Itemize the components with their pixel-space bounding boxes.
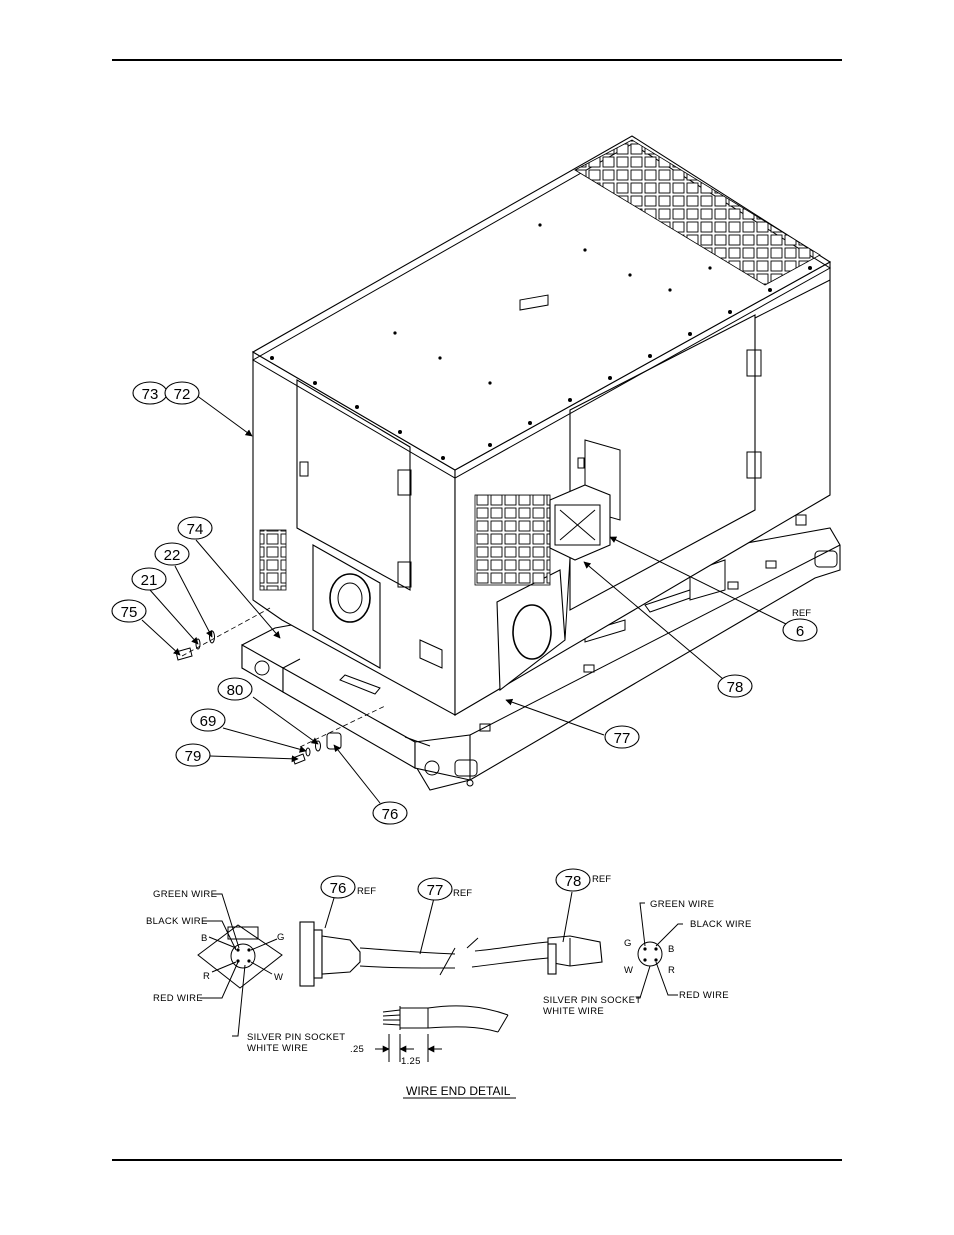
callout-75: 75 <box>112 600 146 622</box>
detail-callouts-left: 76 77 <box>321 876 452 900</box>
plug-76-detail <box>300 898 455 986</box>
strip-length-dim: .25 <box>350 1044 364 1055</box>
callout-78: 78 <box>718 675 752 697</box>
detail-callout-76-label: 76 <box>330 880 347 897</box>
generator-enclosure <box>242 136 840 790</box>
wire-end-detail-title: WIRE END DETAIL <box>406 1084 511 1098</box>
callout-75-label: 75 <box>121 604 138 621</box>
left-pin-w: W <box>274 972 283 983</box>
left-white-wire-label: WHITE WIRE <box>247 1043 308 1054</box>
left-pin-r: R <box>203 971 210 982</box>
right-pin-b: B <box>668 944 675 955</box>
jacket-length-dim: 1.25 <box>401 1056 421 1067</box>
callout-22: 22 <box>155 543 189 565</box>
plug-78-detail <box>467 892 602 974</box>
right-black-wire-label: BLACK WIRE <box>690 919 752 930</box>
callout-77: 77 <box>605 726 639 748</box>
callout-69: 69 <box>191 709 225 731</box>
right-white-wire-label: WHITE WIRE <box>543 1006 604 1017</box>
callout-73-label: 73 <box>142 386 159 403</box>
callout-77-label: 77 <box>614 730 631 747</box>
left-silver-pin-label: SILVER PIN SOCKET <box>247 1032 345 1043</box>
right-silver-pin-label: SILVER PIN SOCKET <box>543 995 641 1006</box>
callout-80: 80 <box>218 678 252 700</box>
callout-79-label: 79 <box>185 748 202 765</box>
left-pin-b: B <box>201 933 208 944</box>
ref-label-78: REF <box>592 874 611 885</box>
callout-73: 73 <box>133 382 167 404</box>
callout-21-label: 21 <box>141 572 158 589</box>
ref-label-77: REF <box>453 888 472 899</box>
left-red-wire-label: RED WIRE <box>153 993 203 1004</box>
ref-label-76: REF <box>357 886 376 897</box>
callout-6-label: 6 <box>796 623 804 640</box>
callout-21: 21 <box>132 568 166 590</box>
callout-72-label: 72 <box>174 386 191 403</box>
callout-72: 72 <box>165 382 199 404</box>
right-pin-w: W <box>624 965 633 976</box>
callout-79: 79 <box>176 744 210 766</box>
detail-callout-76: 76 <box>321 876 355 898</box>
callout-76-label: 76 <box>382 806 399 823</box>
detail-callout-77: 77 <box>418 878 452 900</box>
detail-callout-78-label: 78 <box>565 873 582 890</box>
callout-6: 6 <box>783 619 817 641</box>
callout-78-label: 78 <box>727 679 744 696</box>
right-red-wire-label: RED WIRE <box>679 990 729 1001</box>
callout-74-label: 74 <box>187 521 204 538</box>
callout-69-label: 69 <box>200 713 217 730</box>
right-green-wire-label: GREEN WIRE <box>650 899 714 910</box>
callout-80-label: 80 <box>227 682 244 699</box>
wire-end-detail: .25 1.25 WIRE END DETAIL <box>350 1006 516 1098</box>
left-pin-g: G <box>277 932 285 943</box>
ref-label-6: REF <box>792 608 811 619</box>
right-pin-g: G <box>624 938 632 949</box>
detail-callout-78: 78 <box>556 869 590 891</box>
detail-callouts-right: 78 <box>556 869 590 891</box>
callout-76: 76 <box>373 802 407 824</box>
callout-74: 74 <box>178 517 212 539</box>
callout-22-label: 22 <box>164 547 181 564</box>
left-black-wire-label: BLACK WIRE <box>146 916 208 927</box>
right-pin-r: R <box>668 965 675 976</box>
detail-callout-77-label: 77 <box>427 882 444 899</box>
left-green-wire-label: GREEN WIRE <box>153 889 217 900</box>
